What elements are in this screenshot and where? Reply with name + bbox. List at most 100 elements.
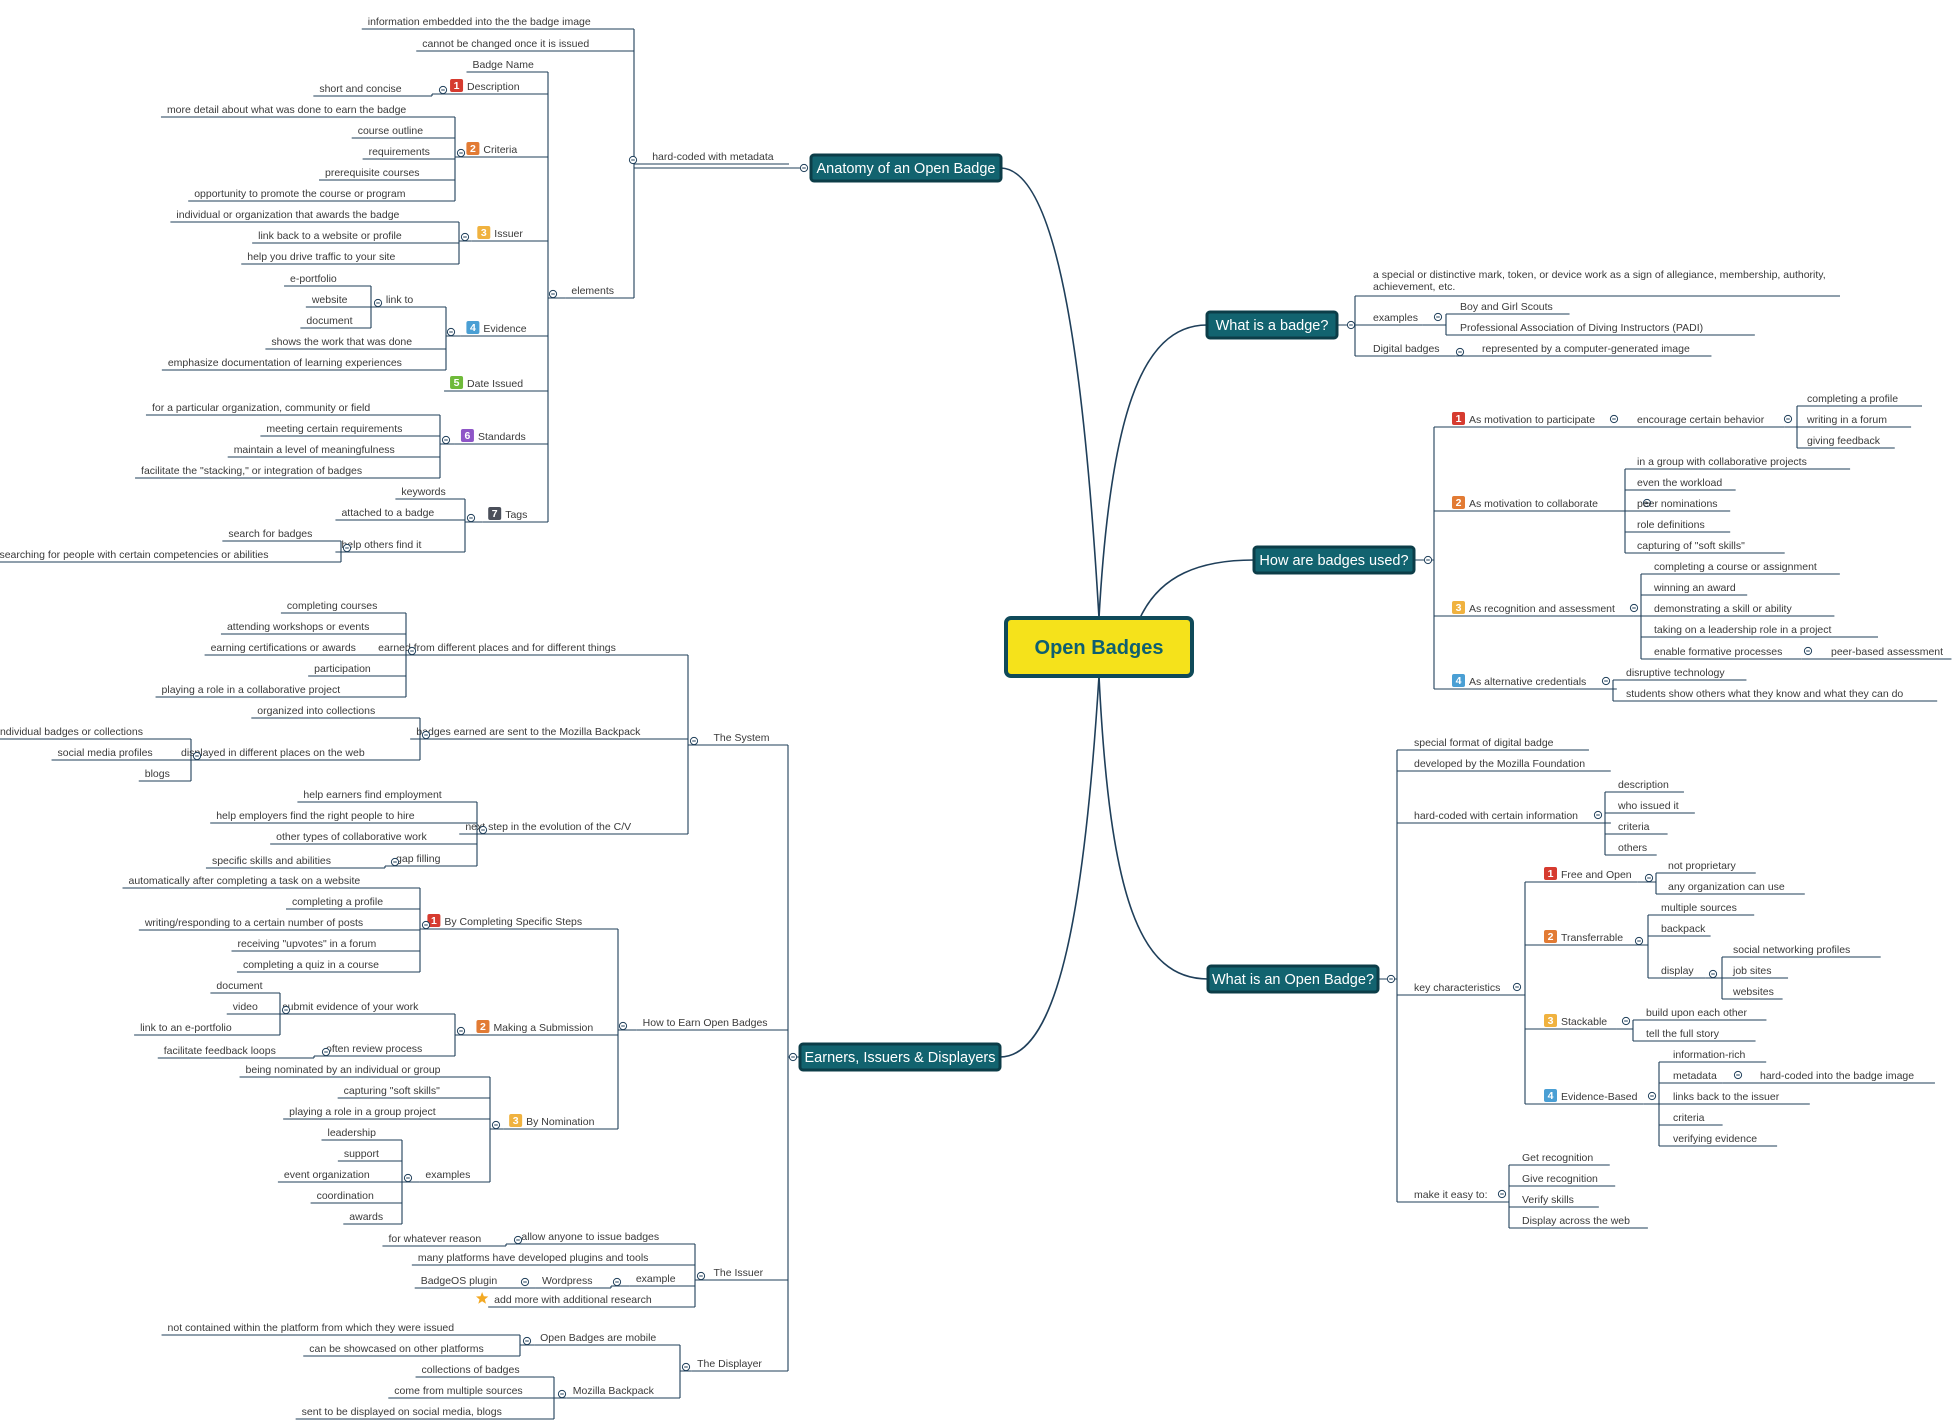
individual-badges-or-collections[interactable]: individual badges or collections bbox=[0, 726, 178, 740]
next-step-in-the-evolution-of-the-c-v[interactable]: next step in the evolution of the C/V bbox=[459, 821, 673, 835]
tell-the-full-story[interactable]: tell the full story bbox=[1640, 1028, 1756, 1042]
the-issuer[interactable]: The Issuer bbox=[707, 1267, 775, 1281]
collapse-toggle[interactable] bbox=[788, 1052, 798, 1062]
displayed-in-different-places-on-the-web[interactable]: displayed in different places on the web bbox=[175, 747, 405, 761]
collapse-toggle[interactable] bbox=[1346, 320, 1356, 330]
collapse-toggle[interactable] bbox=[1455, 347, 1465, 357]
collapse-toggle[interactable] bbox=[513, 1235, 523, 1245]
taking-on-a-leadership-role-in-a-project[interactable]: taking on a leadership role in a project bbox=[1648, 624, 1878, 638]
leadership[interactable]: leadership bbox=[321, 1127, 389, 1141]
collapse-toggle[interactable] bbox=[403, 1173, 413, 1183]
link-to[interactable]: link to bbox=[379, 294, 430, 308]
not-proprietary[interactable]: not proprietary bbox=[1662, 860, 1756, 874]
playing-a-role-in-a-group-project[interactable]: playing a role in a group project bbox=[283, 1106, 475, 1120]
verify-skills[interactable]: Verify skills bbox=[1516, 1194, 1599, 1208]
collapse-toggle[interactable] bbox=[1647, 1091, 1657, 1101]
completing-a-profile[interactable]: completing a profile bbox=[286, 896, 407, 910]
playing-a-role-in-a-collaborative-project[interactable]: playing a role in a collaborative projec… bbox=[155, 684, 391, 698]
support[interactable]: support bbox=[337, 1148, 388, 1162]
digital-badges[interactable]: Digital badges bbox=[1367, 343, 1456, 357]
enable-formative-processes[interactable]: enable formative processes bbox=[1648, 646, 1802, 660]
hard-coded-with-certain-information[interactable]: hard-coded with certain information bbox=[1408, 810, 1611, 824]
collapse-toggle[interactable] bbox=[612, 1277, 622, 1287]
event-organization[interactable]: event organization bbox=[277, 1169, 388, 1183]
multiple-sources[interactable]: multiple sources bbox=[1655, 902, 1755, 916]
professional-association-of-diving-instructors-padi[interactable]: Professional Association of Diving Instr… bbox=[1454, 322, 1755, 336]
earned-from-different-places-and-for-different-things[interactable]: earned from different places and for dif… bbox=[372, 642, 673, 656]
collapse-toggle[interactable] bbox=[192, 751, 202, 761]
other-types-of-collaborative-work[interactable]: other types of collaborative work bbox=[270, 831, 462, 845]
for-a-particular-organization-community-or-field[interactable]: for a particular organization, community… bbox=[145, 402, 425, 416]
collapse-toggle[interactable] bbox=[1601, 676, 1611, 686]
who-issued-it[interactable]: who issued it bbox=[1612, 800, 1695, 814]
example[interactable]: example bbox=[629, 1273, 680, 1287]
in-a-group-with-collaborative-projects[interactable]: in a group with collaborative projects bbox=[1631, 456, 1851, 470]
facilitate-feedback-loops[interactable]: facilitate feedback loops bbox=[157, 1045, 306, 1059]
maintain-a-level-of-meaningfulness[interactable]: maintain a level of meaningfulness bbox=[227, 444, 425, 458]
collapse-toggle[interactable] bbox=[456, 148, 466, 158]
help-employers-find-the-right-people-to-hire[interactable]: help employers find the right people to … bbox=[210, 810, 462, 824]
capturing-soft-skills[interactable]: capturing "soft skills" bbox=[337, 1085, 475, 1099]
shows-the-work-that-was-done[interactable]: shows the work that was done bbox=[265, 336, 430, 350]
cannot-be-changed-once-it-is-issued[interactable]: cannot be changed once it is issued bbox=[416, 38, 619, 52]
wordpress[interactable]: Wordpress bbox=[535, 1275, 597, 1289]
facilitate-the-stacking-or-integration-of-badges[interactable]: facilitate the "stacking," or integratio… bbox=[135, 465, 425, 479]
completing-a-profile[interactable]: completing a profile bbox=[1801, 393, 1922, 407]
criteria[interactable]: criteria bbox=[1667, 1112, 1723, 1126]
collapse-toggle[interactable] bbox=[1423, 555, 1433, 565]
automatically-after-completing-a-task-on-a-website[interactable]: automatically after completing a task on… bbox=[122, 875, 408, 889]
links-back-to-the-issuer[interactable]: links back to the issuer bbox=[1667, 1091, 1810, 1105]
get-recognition[interactable]: Get recognition bbox=[1516, 1152, 1610, 1166]
collapse-toggle[interactable] bbox=[1644, 873, 1654, 883]
collapse-toggle[interactable] bbox=[1708, 969, 1718, 979]
collapse-toggle[interactable] bbox=[281, 1005, 291, 1015]
badges-earned-are-sent-to-the-mozilla-backpack[interactable]: badges earned are sent to the Mozilla Ba… bbox=[410, 726, 673, 740]
help-earners-find-employment[interactable]: help earners find employment bbox=[297, 789, 462, 803]
badge-name[interactable]: Badge Name bbox=[466, 59, 534, 73]
developed-by-the-mozilla-foundation[interactable]: developed by the Mozilla Foundation bbox=[1408, 758, 1611, 772]
collapse-toggle[interactable] bbox=[373, 298, 383, 308]
collapse-toggle[interactable] bbox=[1629, 603, 1639, 613]
give-recognition[interactable]: Give recognition bbox=[1516, 1173, 1616, 1187]
collapse-toggle[interactable] bbox=[1497, 1189, 1507, 1199]
examples[interactable]: examples bbox=[1367, 312, 1423, 326]
social-networking-profiles[interactable]: social networking profiles bbox=[1727, 944, 1881, 958]
peer-nominations[interactable]: peer nominations bbox=[1631, 498, 1731, 512]
opportunity-to-promote-the-course-or-program[interactable]: opportunity to promote the course or pro… bbox=[188, 188, 440, 202]
collapse-toggle[interactable] bbox=[441, 435, 451, 445]
key-characteristics[interactable]: key characteristics bbox=[1408, 982, 1524, 996]
even-the-workload[interactable]: even the workload bbox=[1631, 477, 1736, 491]
the-system[interactable]: The System bbox=[707, 732, 775, 746]
sent-to-be-displayed-on-social-media-blogs[interactable]: sent to be displayed on social media, bl… bbox=[295, 1406, 542, 1420]
encourage-certain-behavior[interactable]: encourage certain behavior bbox=[1631, 414, 1785, 428]
completing-a-course-or-assignment[interactable]: completing a course or assignment bbox=[1648, 561, 1840, 575]
giving-feedback[interactable]: giving feedback bbox=[1801, 435, 1895, 449]
criteria[interactable]: criteria bbox=[1612, 821, 1668, 835]
meeting-certain-requirements[interactable]: meeting certain requirements bbox=[260, 423, 425, 437]
peer-based-assessment[interactable]: peer-based assessment bbox=[1825, 646, 1952, 660]
collapse-toggle[interactable] bbox=[421, 920, 431, 930]
main-topic-what-is-open-badge[interactable]: What is an Open Badge? bbox=[1206, 964, 1380, 994]
collapse-toggle[interactable] bbox=[1433, 312, 1443, 322]
verifying-evidence[interactable]: verifying evidence bbox=[1667, 1133, 1778, 1147]
websites[interactable]: websites bbox=[1727, 986, 1783, 1000]
job-sites[interactable]: job sites bbox=[1727, 965, 1789, 979]
participation[interactable]: participation bbox=[308, 663, 391, 677]
hard-coded-into-the-badge-image[interactable]: hard-coded into the badge image bbox=[1754, 1070, 1935, 1084]
collapse-toggle[interactable] bbox=[557, 1389, 567, 1399]
search-for-badges[interactable]: search for badges bbox=[222, 528, 327, 542]
collections-of-badges[interactable]: collections of badges bbox=[415, 1364, 542, 1378]
coordination[interactable]: coordination bbox=[310, 1190, 388, 1204]
build-upon-each-other[interactable]: build upon each other bbox=[1640, 1007, 1767, 1021]
writing-in-a-forum[interactable]: writing in a forum bbox=[1801, 414, 1912, 428]
